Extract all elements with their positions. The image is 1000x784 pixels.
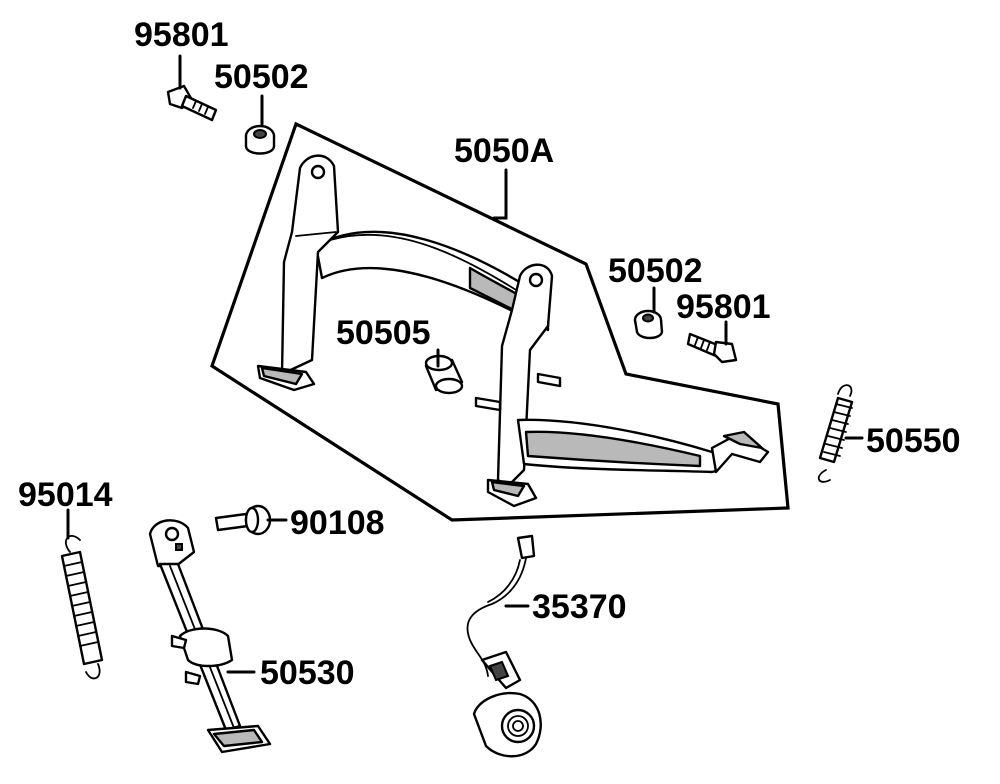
switch-35370-drawing [466,534,542,758]
part-label-95801-top: 95801 [134,16,229,54]
collar-50502-right-drawing [633,309,664,340]
leader-5050A [492,168,508,220]
spring-95014-drawing [60,535,104,680]
side-stand-50530-drawing [148,519,272,754]
part-label-50530: 50530 [260,654,355,692]
part-label-90108: 90108 [290,504,385,542]
part-label-50502-right: 50502 [608,252,703,290]
part-label-5050A: 5050A [454,132,554,170]
part-label-50502-top: 50502 [214,58,309,96]
main-stand-drawing [256,154,770,508]
bolt-95801-top-drawing [166,84,218,122]
bush-50505-drawing [424,354,464,395]
part-label-95014: 95014 [18,476,113,514]
spring-50550-drawing [817,384,854,483]
part-label-95801-right: 95801 [676,288,771,326]
part-label-50505: 50505 [336,314,431,352]
bolt-90108-drawing [214,504,272,536]
part-label-50550: 50550 [866,422,961,460]
bolt-95801-right-drawing [686,332,738,364]
collar-50502-top-drawing [244,124,276,155]
assembly-frame [210,121,790,522]
part-label-35370: 35370 [532,588,627,626]
